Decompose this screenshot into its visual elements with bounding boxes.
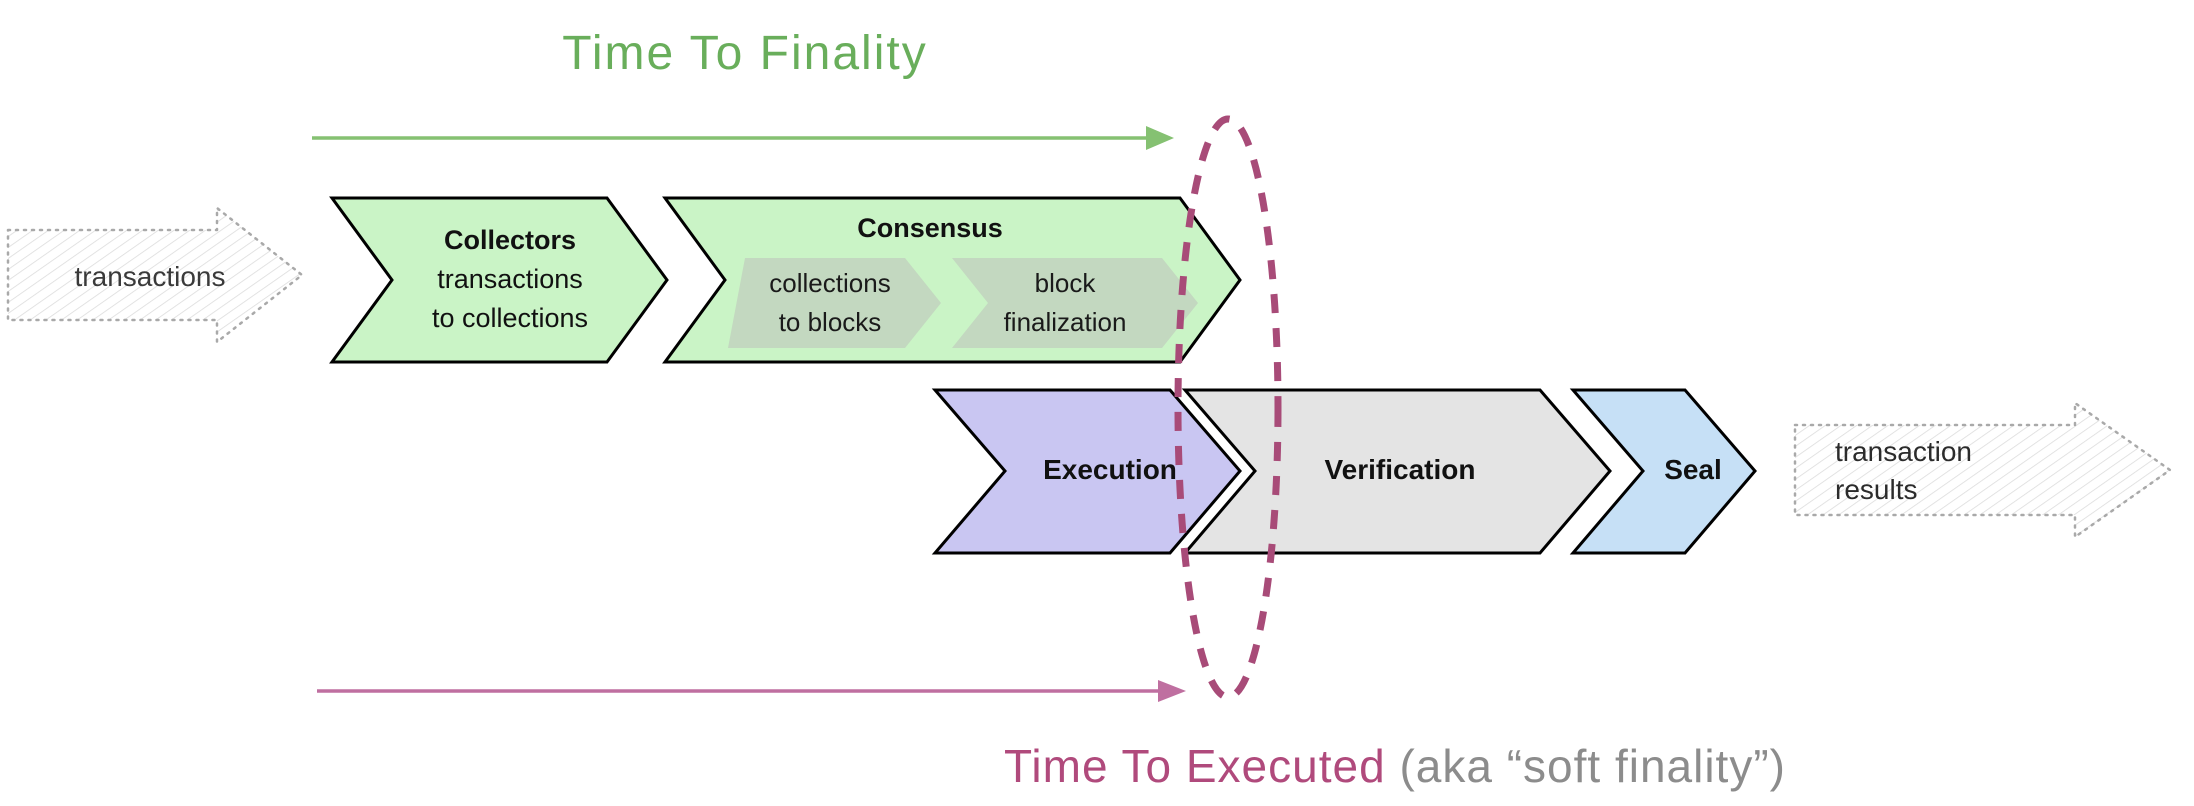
executed-boundary-ellipse <box>1174 115 1282 701</box>
input-arrow-label: transactions <box>74 261 226 292</box>
time-to-finality-title: Time To Finality <box>562 27 928 80</box>
block-finalization-subchevron <box>952 258 1198 348</box>
block-finalization-label: block finalization <box>955 264 1175 342</box>
output-arrow-line2: results <box>1835 474 1918 505</box>
time-to-executed-title: Time To Executed (aka “soft finality”) <box>890 737 1900 795</box>
collectors-label: Collectors transactions to collections <box>390 221 630 338</box>
collectors-title: Collectors <box>443 225 577 255</box>
seal-label: Seal <box>1664 454 1722 485</box>
time-to-executed-primary: Time To Executed <box>1004 740 1386 792</box>
verification-label: Verification <box>1324 454 1476 485</box>
output-arrow-line1: transaction <box>1835 436 1972 467</box>
sub2-line2: finalization <box>1003 307 1127 337</box>
output-arrow-label: transaction results <box>1835 433 2095 509</box>
sub1-line2: to blocks <box>778 307 882 337</box>
finality-arrowhead-icon <box>1146 126 1174 150</box>
collections-to-blocks-subchevron <box>728 258 941 348</box>
seal-chevron <box>1569 388 1757 555</box>
sub1-line1: collections <box>769 268 891 298</box>
collectors-subtitle-line1: transactions <box>437 264 583 294</box>
sub2-line1: block <box>1034 268 1096 298</box>
time-to-executed-secondary: (aka “soft finality”) <box>1399 740 1786 792</box>
output-results-arrow <box>1793 401 2172 539</box>
collectors-subtitle-line2: to collections <box>431 303 589 333</box>
consensus-title: Consensus <box>857 213 1003 243</box>
collections-to-blocks-label: collections to blocks <box>730 264 930 342</box>
verification-chevron <box>1181 388 1612 555</box>
collectors-chevron <box>329 196 669 364</box>
input-transactions-arrow <box>6 206 304 344</box>
execution-label: Execution <box>1043 454 1177 485</box>
executed-arrowhead-icon <box>1158 680 1186 702</box>
execution-chevron <box>931 388 1242 555</box>
